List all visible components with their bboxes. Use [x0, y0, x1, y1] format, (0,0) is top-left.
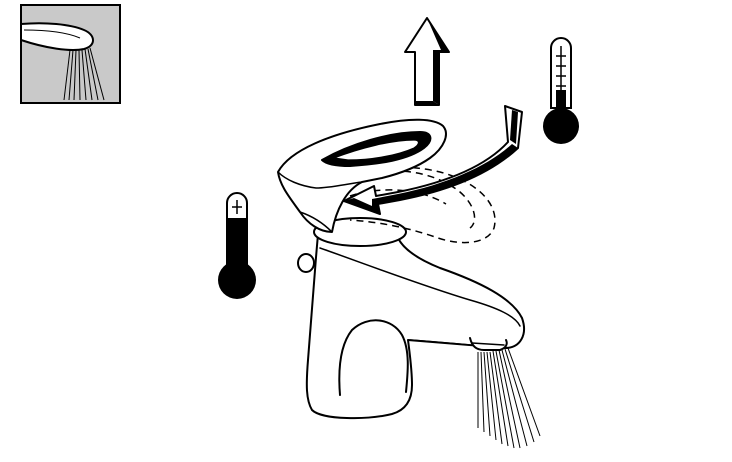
faucet-lever [278, 120, 446, 232]
up-arrow-icon [405, 18, 449, 105]
aerator-spray-detail-icon [21, 5, 120, 103]
faucet-body [298, 218, 524, 418]
thermometer-cold-icon [218, 193, 256, 299]
thermometer-hot-icon [543, 38, 579, 144]
water-spray [478, 348, 540, 448]
